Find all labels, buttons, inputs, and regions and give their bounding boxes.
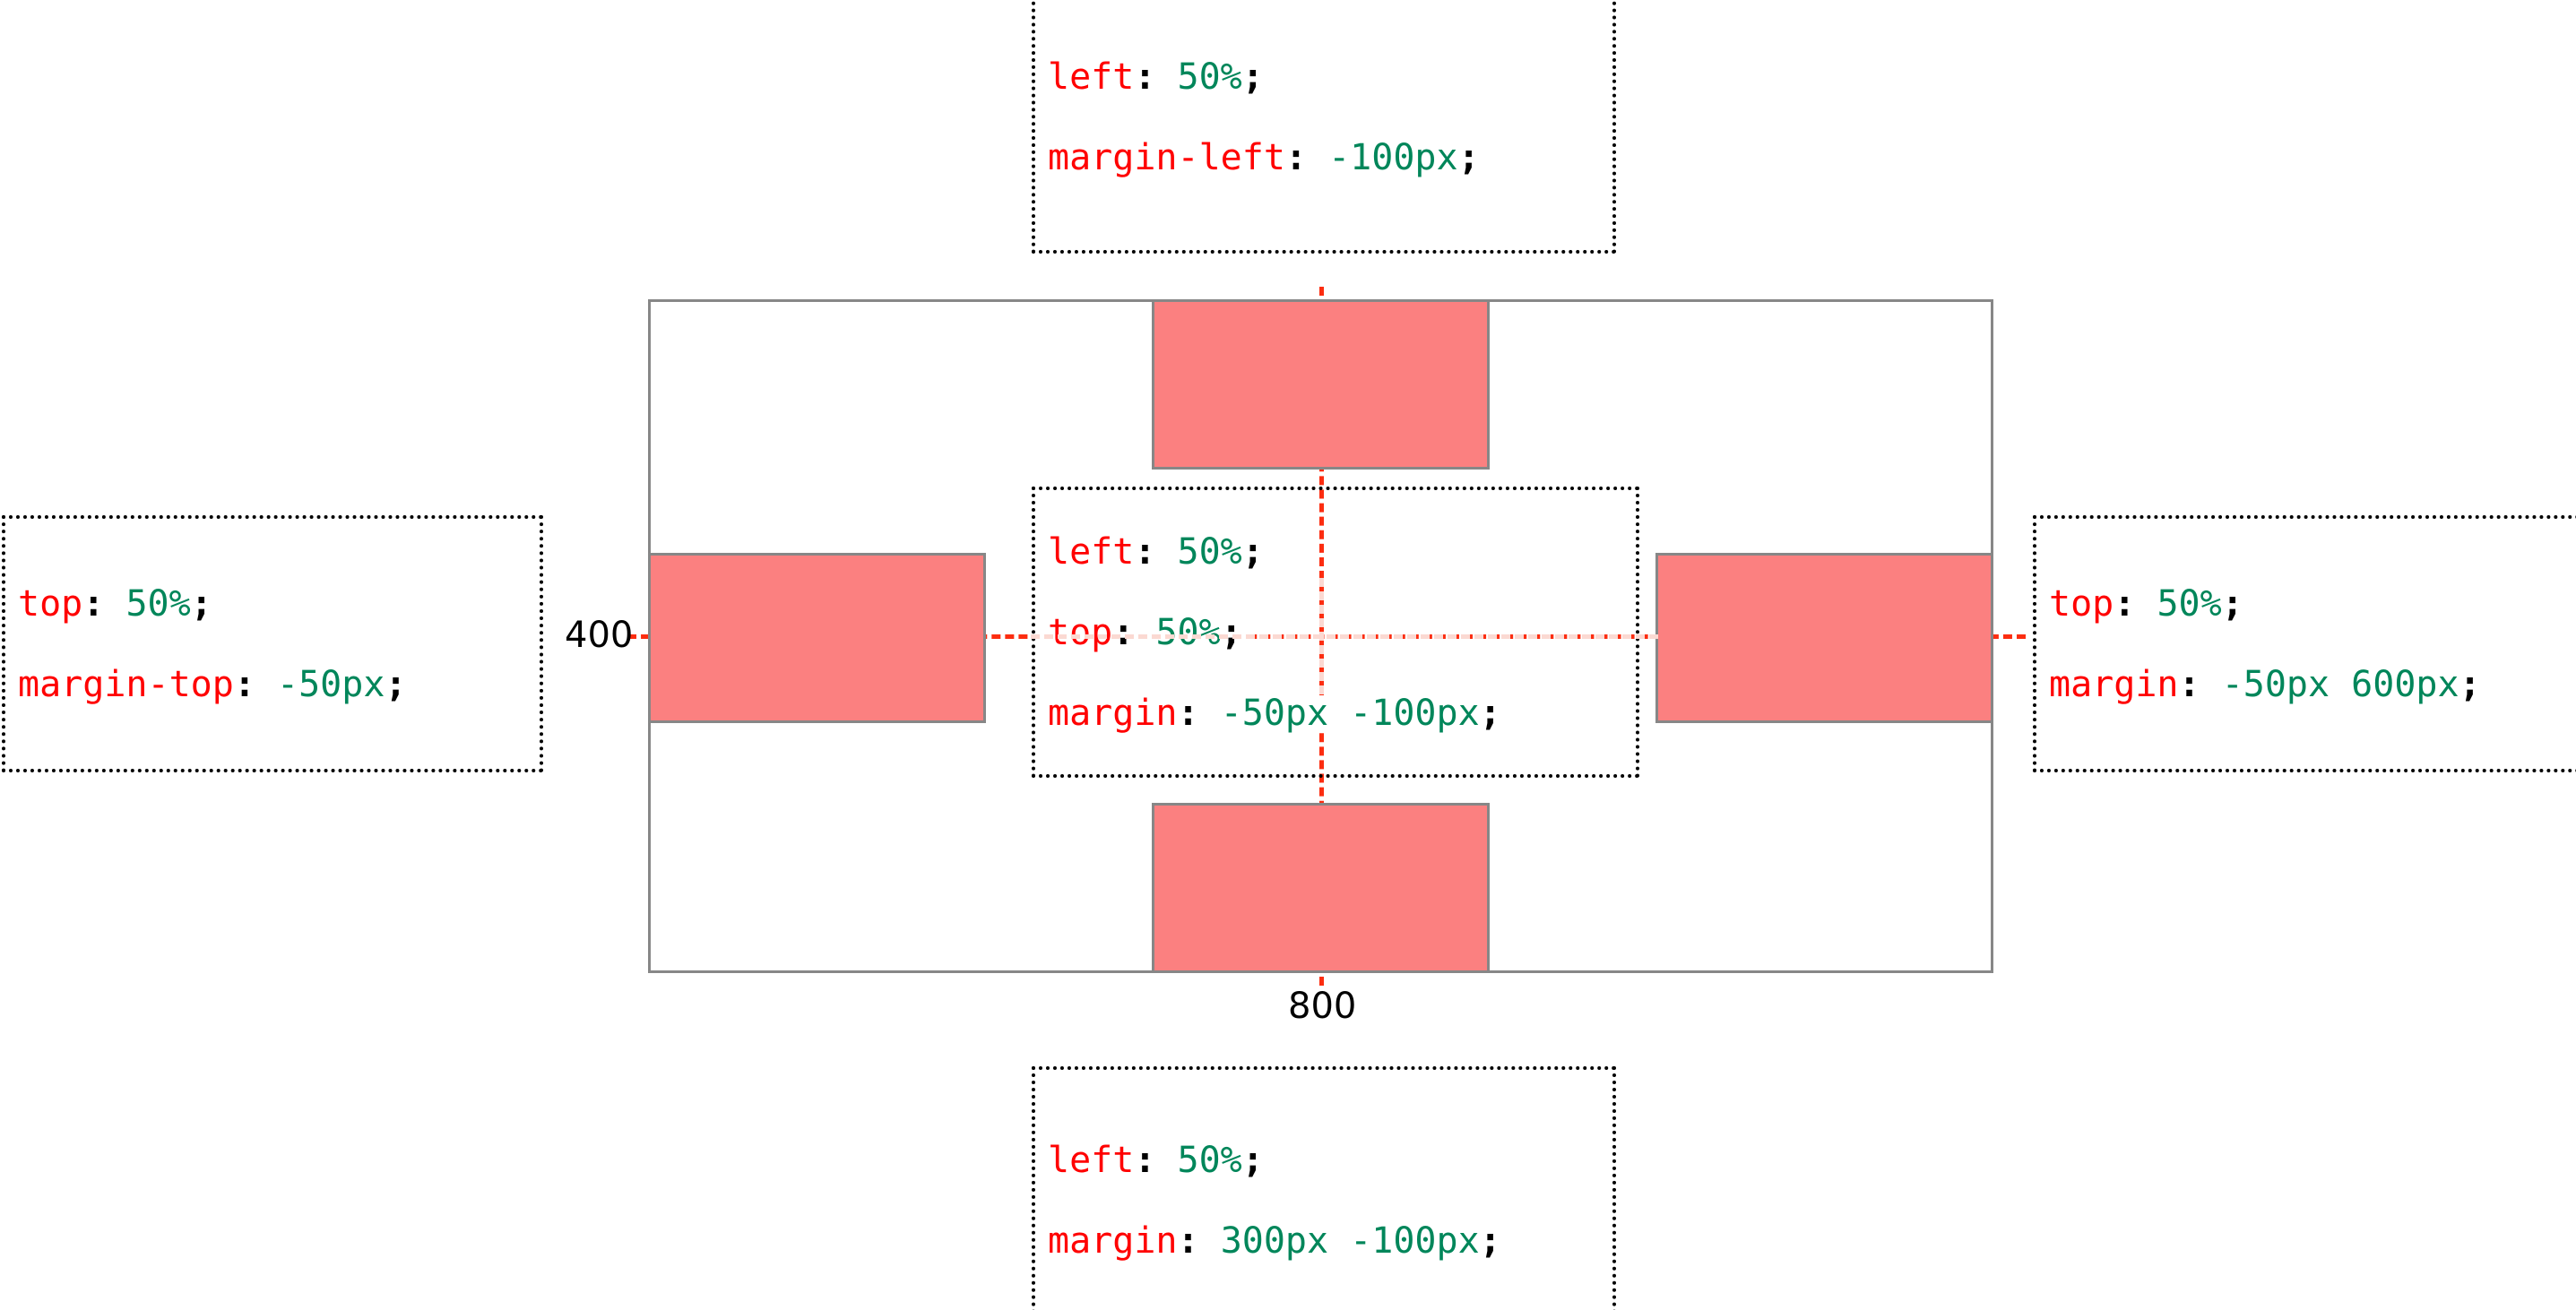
css-property: left <box>1048 1140 1135 1181</box>
css-colon: : <box>1177 1220 1199 1262</box>
css-property: left <box>1048 56 1135 98</box>
css-property: margin-left <box>1048 136 1285 178</box>
annotation-center: left: 50%; top: 50%; margin: -50px -100p… <box>1032 487 1639 778</box>
css-colon: : <box>1134 530 1156 573</box>
css-property: margin <box>1048 1220 1178 1262</box>
annotation-center-line-2: top: 50%; <box>1035 611 1255 653</box>
css-semicolon: ; <box>385 663 407 705</box>
annotation-right-line-2: margin: -50px 600px; <box>2036 667 2576 702</box>
annotation-center-line-1: left: 50%; <box>1035 530 1276 573</box>
bottom-positioned-box <box>1152 803 1490 973</box>
left-positioned-box <box>648 553 986 723</box>
css-value: 50% <box>2157 582 2222 625</box>
css-semicolon: ; <box>1479 692 1501 734</box>
css-colon: : <box>2178 663 2200 705</box>
horizontal-center-guide-faint <box>1031 634 1658 639</box>
top-positioned-box <box>1152 299 1490 470</box>
css-colon: : <box>1134 56 1156 98</box>
annotation-top-line-2: margin-left: -100px; <box>1035 140 1612 176</box>
annotation-left-line-2: margin-top: -50px; <box>5 667 540 702</box>
css-value: 50% <box>125 582 191 625</box>
right-positioned-box <box>1655 553 1993 723</box>
css-colon: : <box>233 663 255 705</box>
css-value: 50% <box>1177 530 1242 573</box>
annotation-bottom-line-1: left: 50%; <box>1035 1142 1612 1178</box>
css-colon: : <box>1177 692 1199 734</box>
css-semicolon: ; <box>1479 1220 1501 1262</box>
css-value: -50px <box>277 663 385 705</box>
css-semicolon: ; <box>190 582 212 625</box>
css-value: -50px -100px <box>1220 692 1480 734</box>
annotation-center-line-3: margin: -50px -100px; <box>1035 692 1514 734</box>
annotation-bottom: left: 50%; margin: 300px -100px; <box>1032 1066 1616 1310</box>
css-value: 300px -100px <box>1220 1220 1480 1262</box>
css-property: top <box>1048 611 1113 653</box>
css-semicolon: ; <box>2221 582 2243 625</box>
annotation-top-line-1: left: 50%; <box>1035 59 1612 95</box>
annotation-right-line-1: top: 50%; <box>2036 586 2576 622</box>
css-property: left <box>1048 530 1135 573</box>
css-value: 50% <box>1155 611 1221 653</box>
css-colon: : <box>2114 582 2136 625</box>
annotation-left: top: 50%; margin-top: -50px; <box>2 515 543 772</box>
css-colon: : <box>1134 1140 1156 1181</box>
css-property: margin <box>1048 692 1178 734</box>
annotation-right: top: 50%; margin: -50px 600px; <box>2033 515 2576 772</box>
css-property: top <box>2049 582 2114 625</box>
css-property: margin-top <box>18 663 234 705</box>
css-value: 50% <box>1177 1140 1242 1181</box>
css-value: 50% <box>1177 56 1242 98</box>
vertical-center-guide-faint <box>1319 578 1324 694</box>
annotation-bottom-line-2: margin: 300px -100px; <box>1035 1223 1612 1259</box>
css-colon: : <box>82 582 105 625</box>
css-semicolon: ; <box>1241 1140 1264 1181</box>
css-semicolon: ; <box>1241 530 1264 573</box>
container-width-label: 800 <box>1288 986 1357 1027</box>
css-semicolon: ; <box>1457 136 1480 178</box>
css-semicolon: ; <box>2459 663 2481 705</box>
css-value: -50px 600px <box>2221 663 2459 705</box>
container-height-label: 400 <box>565 615 634 656</box>
css-semicolon: ; <box>1220 611 1242 653</box>
css-colon: : <box>1284 136 1307 178</box>
annotation-top: left: 50%; margin-left: -100px; <box>1032 0 1616 254</box>
css-value: -100px <box>1328 136 1458 178</box>
annotation-left-line-1: top: 50%; <box>5 586 540 622</box>
css-colon: : <box>1112 611 1135 653</box>
css-property: top <box>18 582 83 625</box>
css-property: margin <box>2049 663 2179 705</box>
css-semicolon: ; <box>1241 56 1264 98</box>
